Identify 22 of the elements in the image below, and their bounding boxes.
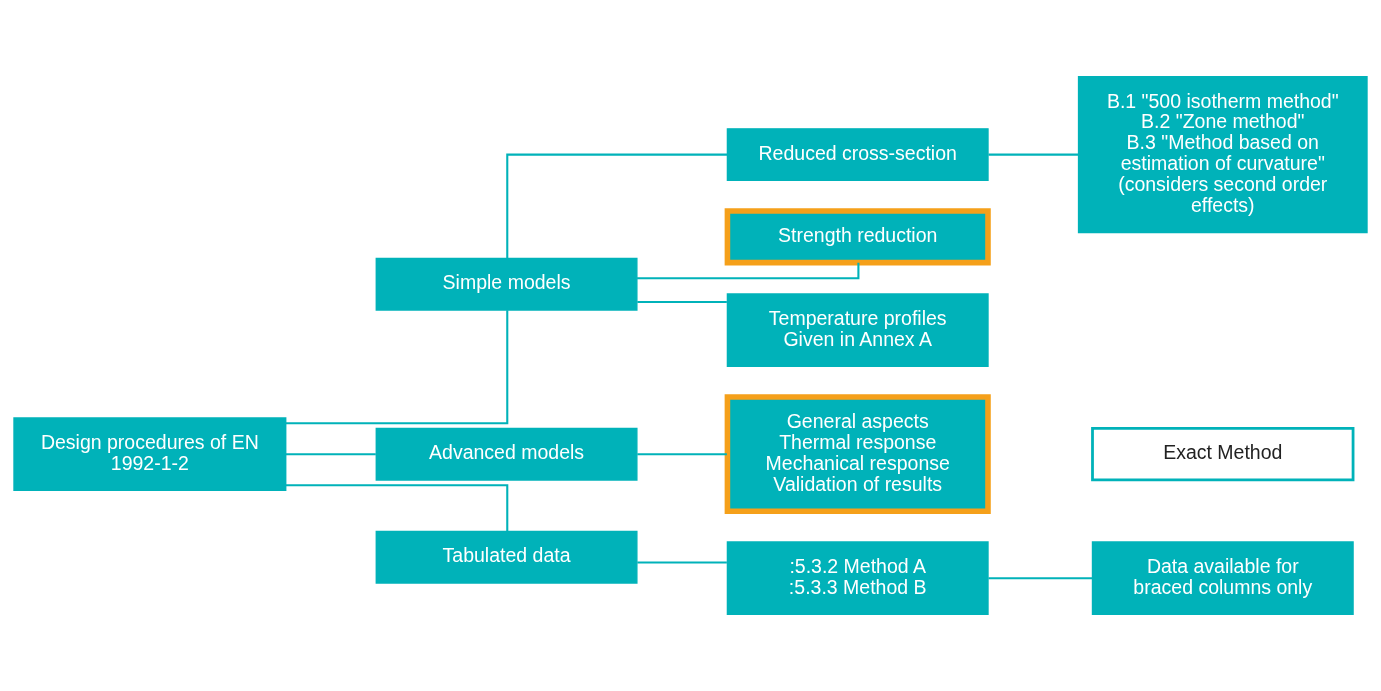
- node-box: Reduced cross-section: [726, 128, 989, 182]
- node-box: Design procedures of EN 1992-1-2: [13, 417, 287, 492]
- connector: [637, 300, 727, 303]
- node-box: B.1 "500 isotherm method" B.2 "Zone method" B.3 "Method based on estimation of curvature" (considers second order effects): [1077, 75, 1368, 234]
- node-box: Simple models: [375, 257, 638, 311]
- node-box: Data available for braced columns only: [1091, 541, 1354, 616]
- connector: [637, 262, 860, 280]
- connector: [506, 153, 728, 258]
- node-box: Tabulated data: [375, 530, 638, 584]
- connector: [988, 153, 1079, 156]
- connector: [637, 561, 727, 564]
- node-box: Exact Method: [1091, 427, 1355, 482]
- node-box: General aspects Thermal response Mechanical response Validation of results: [724, 394, 991, 515]
- connector: [286, 484, 509, 532]
- node-box: Strength reduction: [724, 208, 991, 266]
- connector: [285, 453, 376, 456]
- node-box: Advanced models: [375, 427, 638, 481]
- connector: [286, 310, 509, 425]
- node-box: :5.3.2 Method A :5.3.3 Method B: [726, 541, 989, 616]
- connector: [637, 453, 727, 456]
- connector: [988, 577, 1093, 580]
- node-box: Temperature profiles Given in Annex A: [726, 293, 989, 368]
